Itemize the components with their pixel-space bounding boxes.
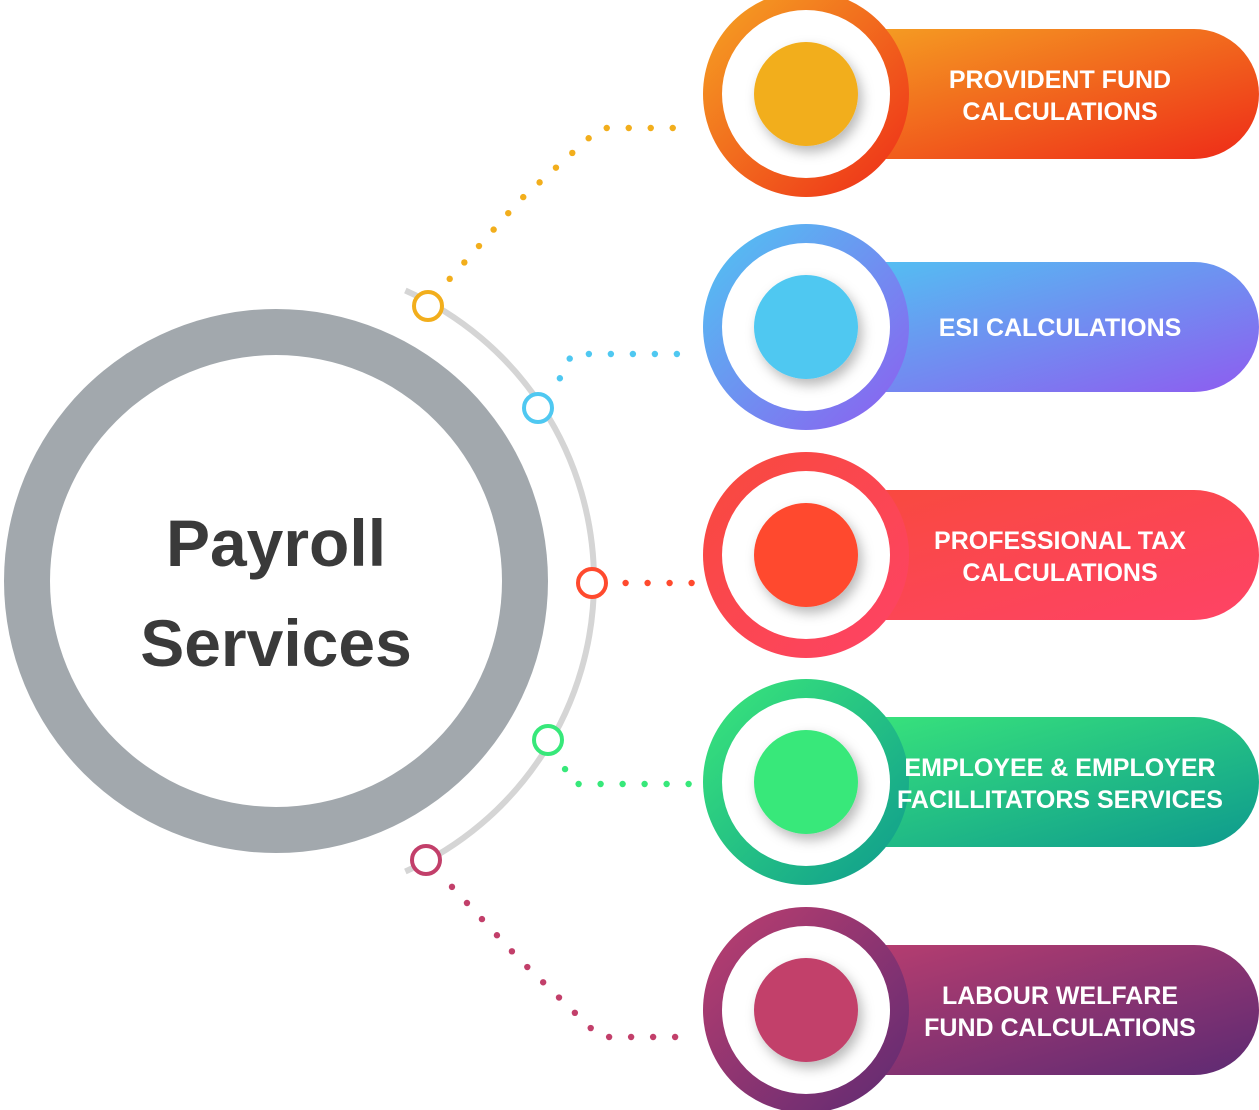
- connector-dot: [461, 259, 468, 266]
- connector-dot: [463, 899, 471, 907]
- connector-dots-3: [622, 579, 695, 587]
- service-pill: [800, 262, 1259, 392]
- service-badge-dot: [754, 275, 858, 379]
- service-badge-dot: [754, 730, 858, 834]
- hub-inner-disc: [50, 355, 502, 807]
- connector-dot: [663, 780, 670, 788]
- connector-dot: [619, 780, 626, 788]
- connector-dot: [629, 350, 637, 358]
- connector-node-2: [522, 392, 554, 424]
- connector-dot: [666, 579, 673, 587]
- service-label-line2: CALCULATIONS: [962, 98, 1157, 126]
- connector-dot: [605, 1033, 613, 1041]
- connector-dot: [520, 193, 527, 201]
- connector-dot: [685, 780, 692, 788]
- service-label-line1: PROVIDENT FUND: [949, 66, 1171, 94]
- connector-dot: [575, 780, 582, 788]
- connector-dot: [475, 242, 483, 250]
- connector-dot: [622, 579, 629, 587]
- connector-dot: [490, 226, 497, 233]
- service-item-2: ESI CALCULATIONS: [703, 224, 1259, 430]
- connector-dot: [539, 979, 547, 986]
- service-pill: [800, 29, 1259, 159]
- service-label-line1: PROFESSIONAL TAX: [934, 527, 1186, 555]
- connector-dots-2: [556, 350, 681, 382]
- service-pill: [800, 945, 1259, 1075]
- hub-title-line1: Payroll: [166, 506, 386, 580]
- connector-dot: [493, 932, 501, 939]
- connector-dot: [508, 948, 516, 955]
- service-badge-dot: [754, 958, 858, 1062]
- connector-dot: [644, 579, 651, 587]
- connector-node-5: [410, 844, 442, 876]
- connector-dot: [625, 124, 632, 132]
- connector-dot: [649, 1033, 657, 1041]
- connector-dot: [671, 1033, 679, 1041]
- connector-dot: [478, 915, 486, 923]
- service-item-4: EMPLOYEE & EMPLOYER FACILLITATORS SERVICE…: [703, 679, 1259, 885]
- connector-dot: [585, 350, 593, 358]
- connector-dot: [561, 765, 569, 773]
- service-label-line1: ESI CALCULATIONS: [939, 314, 1182, 342]
- connector-dot: [688, 579, 695, 587]
- service-badge-dot: [754, 503, 858, 607]
- connector-dots-1: [446, 124, 676, 283]
- connector-dot: [505, 209, 512, 217]
- hub-layer: Payroll Services: [4, 309, 548, 853]
- connector-dot: [587, 1024, 594, 1032]
- connector-node-1: [412, 290, 444, 322]
- connector-dot: [651, 350, 659, 358]
- connector-dots-5: [448, 883, 679, 1041]
- connector-dot: [536, 179, 543, 186]
- hub-title-line2: Services: [140, 606, 412, 680]
- service-pill: [800, 717, 1259, 847]
- connector-dot: [585, 135, 592, 142]
- service-item-1: PROVIDENT FUND CALCULATIONS: [703, 0, 1259, 197]
- connector-dot: [647, 124, 654, 132]
- connector-node-3: [576, 567, 608, 599]
- service-items-layer: PROVIDENT FUND CALCULATIONS ESI CALCULATIO…: [703, 0, 1259, 1110]
- connector-dot: [555, 994, 563, 1001]
- connector-dot: [627, 1033, 635, 1041]
- connector-dot: [556, 375, 564, 382]
- connector-dot: [446, 275, 453, 283]
- connector-dot: [673, 350, 681, 358]
- connector-dot: [597, 780, 604, 788]
- service-item-5: LABOUR WELFARE FUND CALCULATIONS: [703, 907, 1259, 1110]
- service-item-3: PROFESSIONAL TAX CALCULATIONS: [703, 452, 1259, 658]
- service-label-line1: LABOUR WELFARE: [942, 982, 1178, 1010]
- connector-dot: [603, 124, 610, 132]
- service-pill: [800, 490, 1259, 620]
- connector-dot: [569, 149, 576, 157]
- service-label-line1: EMPLOYEE & EMPLOYER: [904, 754, 1215, 782]
- connector-dot: [607, 350, 615, 358]
- connector-dot: [524, 963, 531, 971]
- connector-dot: [566, 355, 573, 362]
- connector-dot: [641, 780, 648, 788]
- service-label-line2: FACILLITATORS SERVICES: [897, 786, 1223, 814]
- connector-dots-4: [561, 765, 692, 788]
- connector-dot: [669, 124, 676, 132]
- connector-dot: [571, 1009, 579, 1017]
- connector-node-4: [532, 724, 564, 756]
- service-badge-dot: [754, 42, 858, 146]
- service-label-line2: CALCULATIONS: [962, 559, 1157, 587]
- connector-dot: [552, 164, 560, 171]
- connector-layer: [404, 124, 695, 1041]
- service-label-line2: FUND CALCULATIONS: [924, 1014, 1196, 1042]
- connector-dot: [448, 883, 456, 891]
